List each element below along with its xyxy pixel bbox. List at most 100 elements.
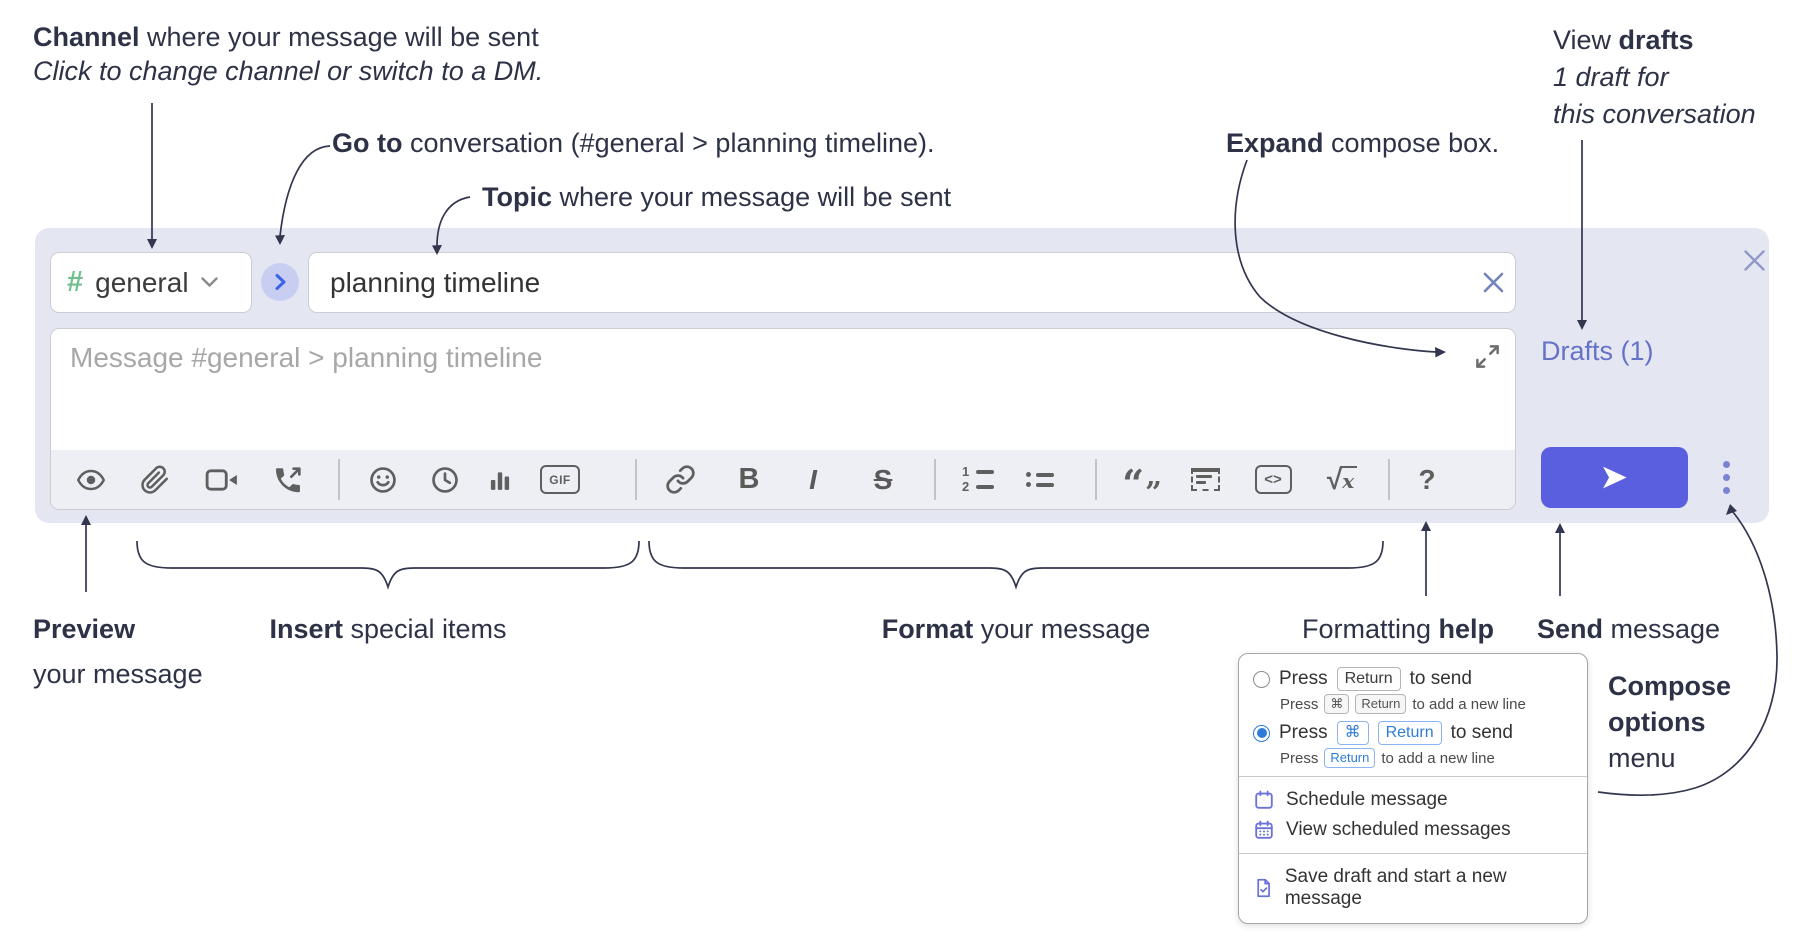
- annotation-format: Format your message: [881, 614, 1151, 644]
- return-keycap: Return: [1324, 748, 1376, 768]
- add-gif-button[interactable]: GIF: [536, 450, 584, 509]
- x-close-icon: [1743, 249, 1765, 271]
- add-emoji-button[interactable]: [359, 450, 407, 509]
- toolbar-divider: [635, 459, 637, 500]
- bulleted-list-icon: [1026, 472, 1054, 487]
- compose-options-button[interactable]: [1706, 447, 1746, 508]
- calendar-icon: [1255, 790, 1273, 809]
- annotation-send: Send message: [1537, 614, 1721, 644]
- message-placeholder: Message #general > planning timeline: [70, 342, 543, 373]
- menu-divider: [1239, 853, 1587, 854]
- start-voice-call-button[interactable]: [264, 450, 312, 509]
- cmd-keycap: ⌘: [1324, 694, 1350, 714]
- calendar-grid-icon: [1255, 820, 1273, 839]
- option-cmd-enter-subtext: Press Return to add a new line: [1280, 748, 1495, 768]
- preview-button[interactable]: [67, 450, 115, 509]
- chevron-right-icon: [275, 274, 285, 290]
- code-button[interactable]: <>: [1249, 450, 1297, 509]
- math-button[interactable]: √x: [1318, 450, 1366, 509]
- channel-name: general: [95, 266, 189, 298]
- strikethrough-button[interactable]: S: [859, 450, 907, 509]
- annotation-expand: Expand compose box.: [1226, 128, 1500, 158]
- toolbar-divider: [338, 459, 340, 500]
- compose-toolbar: GIF B I S: [51, 450, 1515, 509]
- quote-icon: “”: [1122, 460, 1162, 509]
- video-camera-icon: [205, 468, 237, 491]
- italic-icon: I: [809, 463, 817, 495]
- option-enter-subtext: Press ⌘ Return to add a new line: [1280, 694, 1526, 714]
- expand-compose-button[interactable]: [1469, 338, 1505, 374]
- paperclip-icon: [141, 465, 169, 494]
- channel-hash-icon: #: [67, 266, 84, 298]
- menu-divider: [1239, 776, 1587, 777]
- toolbar-divider: [1095, 459, 1097, 500]
- topic-input-box: [308, 252, 1516, 313]
- start-video-call-button[interactable]: [198, 450, 246, 509]
- brace-insert: [136, 540, 640, 590]
- bar-chart-poll-icon: [490, 471, 510, 490]
- annotation-formatting-help: Formatting help: [1301, 614, 1495, 644]
- annotation-compose-options: Compose options menu: [1608, 671, 1732, 773]
- annotation-channel: Channel where your message will be sent …: [33, 22, 544, 86]
- drafts-link[interactable]: Drafts (1): [1541, 336, 1654, 366]
- radio-selected-icon[interactable]: [1253, 724, 1270, 742]
- compose-box: # general Message #genera: [35, 228, 1769, 523]
- x-clear-icon: [1483, 272, 1503, 293]
- radio-unselected-icon[interactable]: [1253, 670, 1270, 688]
- insert-link-button[interactable]: [656, 450, 704, 509]
- send-icon: [1603, 466, 1627, 489]
- math-icon: √: [1326, 463, 1343, 495]
- clear-topic-button[interactable]: [1471, 261, 1515, 305]
- annotation-go-to: Go to conversation (#general > planning …: [332, 128, 935, 158]
- question-mark-icon: ?: [1418, 463, 1436, 495]
- attach-file-button[interactable]: [131, 450, 179, 509]
- ellipsis-vertical-icon: [1722, 461, 1730, 468]
- eye-icon: [76, 469, 106, 490]
- menu-item-schedule-message[interactable]: Schedule message: [1253, 785, 1573, 815]
- cmd-keycap: ⌘: [1336, 721, 1369, 745]
- toolbar-divider: [934, 459, 936, 500]
- link-icon: [665, 465, 695, 494]
- channel-selector[interactable]: # general: [50, 252, 252, 313]
- option-enter-to-send[interactable]: Press Return to send: [1253, 667, 1573, 691]
- arrow-go-to: [279, 145, 331, 237]
- brace-format: [648, 540, 1384, 590]
- annotation-insert: Insert special items: [269, 614, 507, 644]
- numbered-list-button[interactable]: 1 2: [954, 450, 1002, 509]
- gif-icon: GIF: [540, 465, 580, 494]
- menu-item-view-scheduled-messages[interactable]: View scheduled messages: [1253, 815, 1573, 845]
- return-keycap: Return: [1336, 667, 1401, 691]
- compose-options-menu: Press Return to send Press ⌘ Return to a…: [1238, 653, 1588, 924]
- topic-input[interactable]: [309, 266, 1471, 299]
- return-keycap: Return: [1377, 721, 1442, 745]
- formatting-help-button[interactable]: ?: [1403, 450, 1451, 509]
- menu-item-save-draft-new-message[interactable]: Save draft and start a new message: [1253, 862, 1573, 914]
- message-textarea[interactable]: Message #general > planning timeline: [50, 328, 1516, 510]
- numbered-list-icon: 1 2: [962, 465, 994, 493]
- spoiler-icon: [1190, 468, 1220, 491]
- expand-icon: [1475, 344, 1499, 368]
- send-button[interactable]: [1541, 447, 1688, 508]
- spoiler-button[interactable]: [1181, 450, 1229, 509]
- bold-button[interactable]: B: [725, 450, 773, 509]
- close-compose-button[interactable]: [1734, 240, 1774, 280]
- draft-file-check-icon: [1257, 878, 1270, 898]
- quote-button[interactable]: “”: [1118, 450, 1166, 509]
- annotation-topic: Topic where your message will be sent: [482, 182, 952, 212]
- add-global-time-button[interactable]: [421, 450, 469, 509]
- return-keycap: Return: [1355, 694, 1407, 714]
- bulleted-list-button[interactable]: [1016, 450, 1064, 509]
- bold-icon: B: [738, 463, 760, 495]
- strikethrough-icon: S: [873, 463, 893, 495]
- clock-icon: [432, 466, 458, 493]
- annotation-preview: Preview your message: [33, 614, 203, 689]
- code-icon: <>: [1254, 465, 1292, 494]
- go-to-conversation-button[interactable]: [261, 263, 299, 301]
- option-cmd-enter-to-send[interactable]: Press ⌘ Return to send: [1253, 721, 1573, 745]
- phone-call-icon: [276, 466, 301, 492]
- annotation-view-drafts: View drafts 1 draft for this conversatio…: [1553, 25, 1756, 129]
- italic-button[interactable]: I: [789, 450, 837, 509]
- add-poll-button[interactable]: [476, 450, 524, 509]
- toolbar-divider: [1388, 459, 1390, 500]
